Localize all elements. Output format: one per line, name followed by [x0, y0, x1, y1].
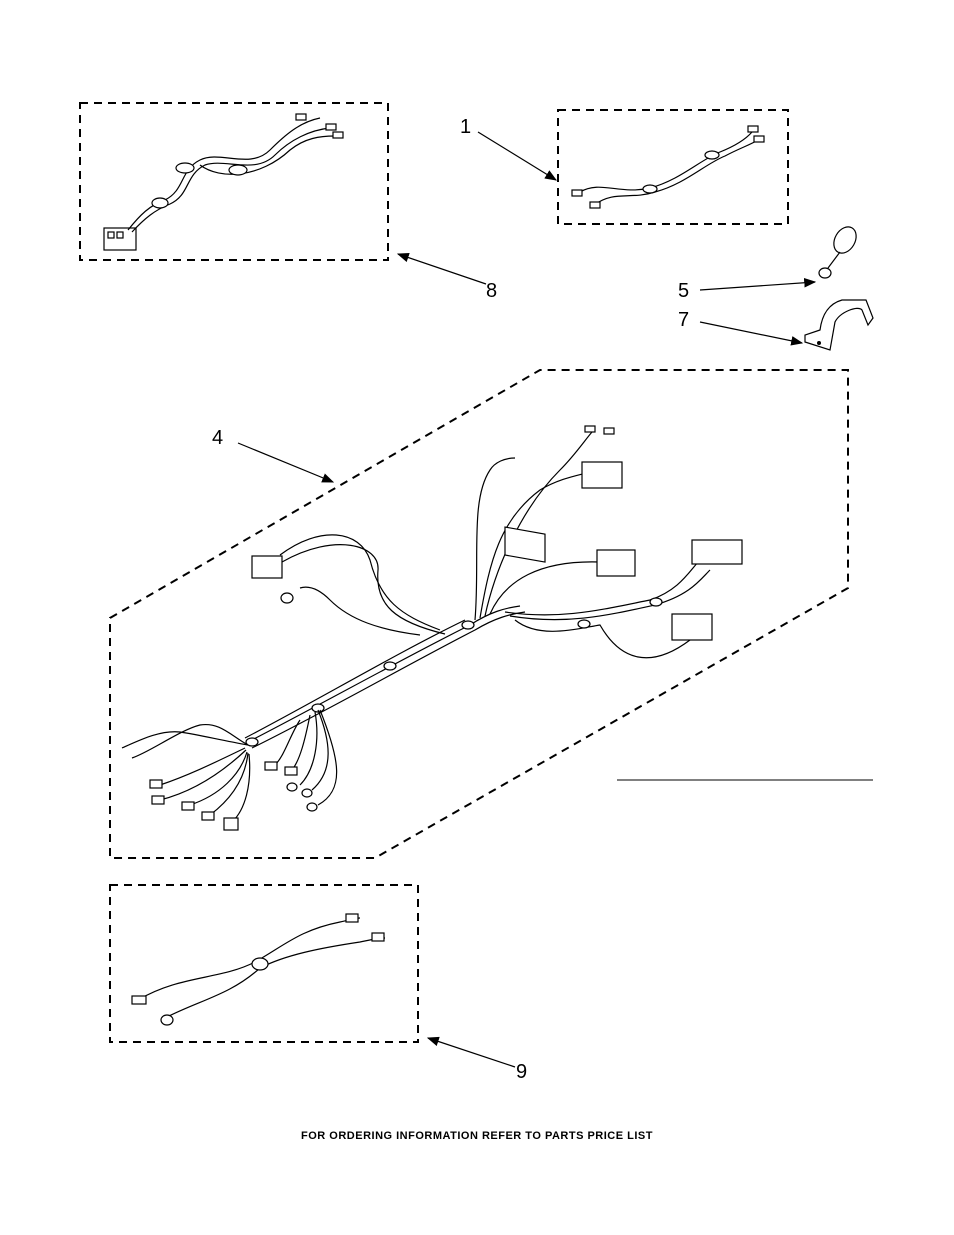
harness-9-illustration [132, 914, 385, 1025]
callout-5: 5 [678, 280, 689, 302]
part-4-group: 4 [110, 370, 873, 858]
callout-4: 4 [212, 427, 223, 449]
bracket-illustration [805, 300, 873, 350]
callout-7: 7 [678, 309, 689, 331]
part-5-group: 5 [678, 223, 861, 302]
footer-note: FOR ORDERING INFORMATION REFER TO PARTS … [0, 1130, 954, 1142]
harness-1-illustration [572, 126, 764, 208]
part-8-group: 8 [80, 103, 497, 302]
part-1-group: 1 [460, 110, 788, 224]
part-7-group: 7 [678, 300, 873, 350]
ring-terminal-illustration [819, 223, 861, 278]
callout-1: 1 [460, 116, 471, 138]
main-harness-illustration [122, 426, 742, 830]
callout-8: 8 [486, 280, 497, 302]
part-9-group: 9 [110, 885, 527, 1083]
callout-9: 9 [516, 1061, 527, 1083]
harness-8-illustration [104, 114, 343, 250]
